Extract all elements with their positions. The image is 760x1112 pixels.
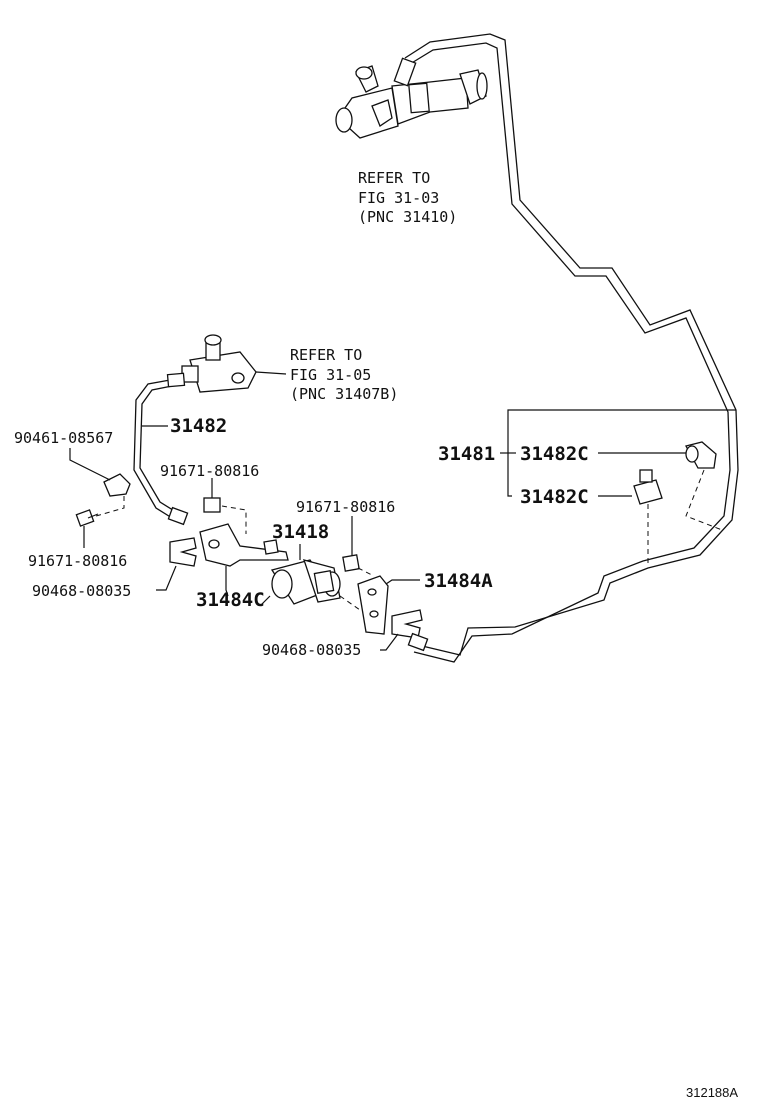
- clamp-31482c-lower: [633, 469, 663, 505]
- ref-master-cylinder-line1: REFER TO: [358, 169, 430, 187]
- bolt-91671-left: [75, 509, 99, 527]
- bolt-91671-right: [342, 554, 360, 572]
- figure-id: 312188A: [686, 1085, 738, 1100]
- clip-90468-right: [391, 609, 423, 639]
- label-91671-center: 91671-80816: [160, 462, 259, 480]
- clip-90461: [103, 473, 131, 497]
- label-31418: 31418: [272, 521, 329, 543]
- label-31484a: 31484A: [424, 570, 493, 592]
- bolt-91671-center: [203, 486, 221, 513]
- clamp-31482c-upper: [685, 441, 717, 469]
- tee-union-assembly: [181, 334, 287, 393]
- bracket-31484c: [199, 523, 289, 567]
- release-cylinder-31418: [261, 559, 341, 605]
- master-cylinder-assembly: [335, 57, 488, 139]
- leader-90461: [69, 448, 111, 481]
- leader-90468-right: [380, 633, 399, 651]
- ref-master-cylinder-line2: FIG 31-03: [358, 189, 439, 207]
- clutch-pipe-31481: [404, 33, 739, 663]
- leader-31484a: [385, 579, 420, 585]
- label-90461: 90461-08567: [14, 429, 113, 447]
- pipe-end-fitting: [407, 632, 429, 652]
- ref-tee-line2: FIG 31-05: [290, 366, 371, 384]
- leader-31484c: [225, 566, 229, 597]
- label-91671-right: 91671-80816: [296, 498, 395, 516]
- label-31482c-upper: 31482C: [520, 443, 589, 465]
- label-31481: 31481: [438, 443, 495, 465]
- flexible-hose-31482: [133, 372, 189, 526]
- ref-tee-line3: (PNC 31407B): [290, 385, 398, 403]
- label-90468-right: 90468-08035: [262, 641, 361, 659]
- leader-90468-left: [156, 565, 177, 591]
- bracket-31484a: [357, 575, 389, 635]
- callout-bracket-31481: [500, 409, 736, 497]
- label-31484c: 31484C: [196, 589, 265, 611]
- label-31482: 31482: [170, 415, 227, 437]
- clip-90468-left: [169, 537, 197, 567]
- ref-tee-line1: REFER TO: [290, 346, 362, 364]
- label-31482c-lower: 31482C: [520, 486, 589, 508]
- label-91671-left: 91671-80816: [28, 552, 127, 570]
- label-90468-left: 90468-08035: [32, 582, 131, 600]
- ref-master-cylinder-line3: (PNC 31410): [358, 208, 457, 226]
